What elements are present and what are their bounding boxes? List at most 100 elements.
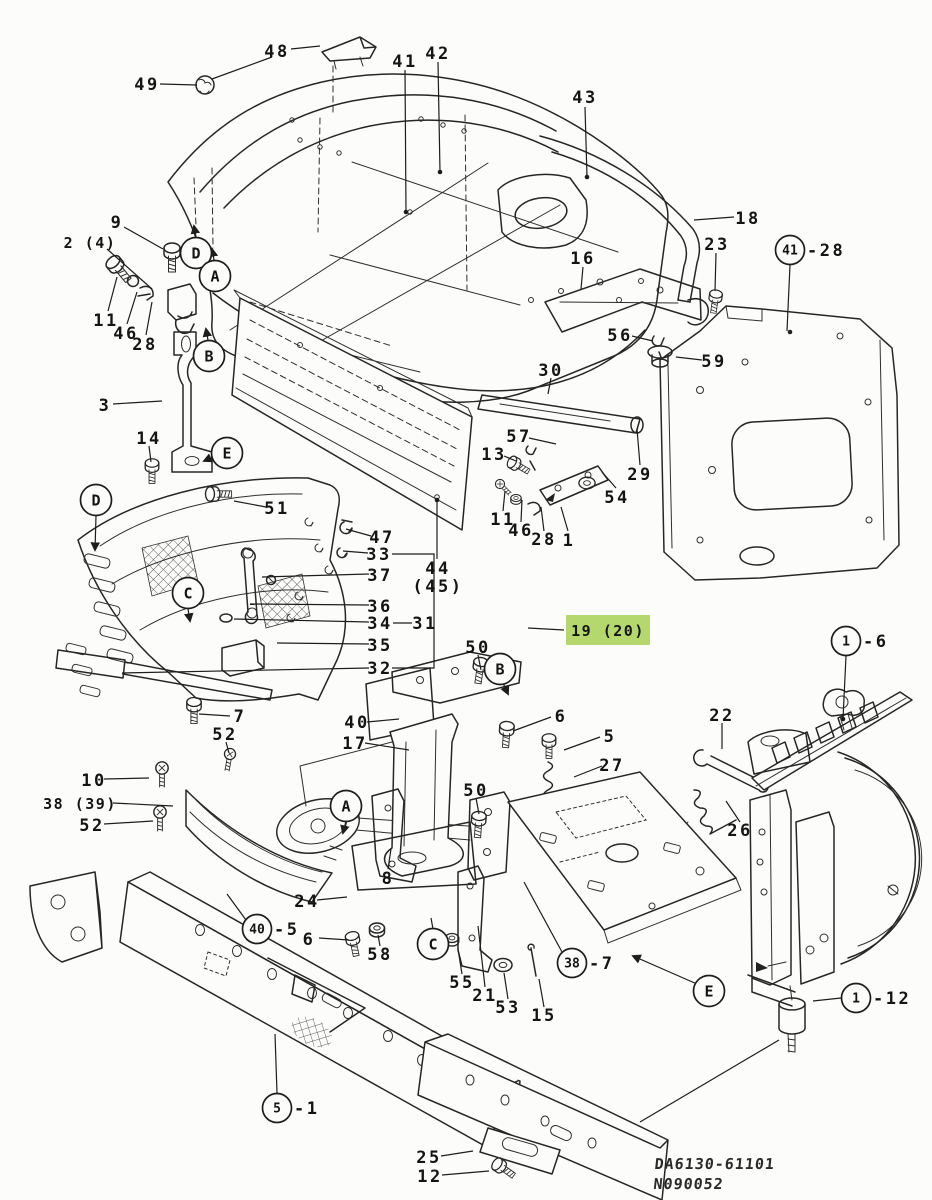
part-label-38-39-: 38 (39) bbox=[43, 795, 117, 813]
leader-line bbox=[475, 797, 480, 815]
leader-line bbox=[112, 400, 163, 405]
leader-line bbox=[202, 327, 213, 341]
leader-line bbox=[477, 925, 486, 988]
leader-line bbox=[601, 471, 617, 489]
leader-line bbox=[387, 848, 392, 870]
center-bracket-group bbox=[299, 651, 522, 891]
leader-line bbox=[106, 248, 153, 290]
radiator-group bbox=[747, 688, 923, 1053]
part-label-50: 50 bbox=[463, 781, 488, 801]
view-letter-B: B bbox=[483, 652, 517, 686]
ref-suffix: -6 bbox=[863, 632, 888, 652]
part-label-51: 51 bbox=[264, 499, 289, 519]
leader-line bbox=[366, 718, 400, 723]
leader-line bbox=[639, 1039, 780, 1123]
view-letter-C: C bbox=[171, 576, 205, 610]
part-label-22: 22 bbox=[709, 706, 734, 726]
part-label-19-20: 19 (20) bbox=[571, 622, 645, 640]
part-label-33: 33 bbox=[366, 545, 391, 565]
ref-label-41-28: 41 -28 bbox=[774, 234, 845, 266]
ref-label-1-12: 1-12 bbox=[840, 982, 909, 1014]
leader-dot bbox=[840, 716, 846, 722]
part-label-34: 34 bbox=[367, 614, 392, 634]
part-label-6: 6 bbox=[303, 930, 316, 950]
part-label-47: 47 bbox=[369, 528, 394, 548]
part-label-56: 56 bbox=[607, 326, 632, 346]
part-label-58: 58 bbox=[367, 945, 392, 965]
radiator-mount-1-12 bbox=[778, 985, 806, 1053]
fasteners bbox=[102, 36, 724, 1182]
label-group-bracket bbox=[392, 553, 435, 669]
leader-line bbox=[503, 972, 509, 1000]
leader-line bbox=[184, 608, 194, 623]
leader-line bbox=[261, 573, 370, 578]
view-letter-text: C bbox=[183, 585, 192, 603]
leader-line bbox=[527, 627, 565, 631]
leader-dot bbox=[437, 169, 443, 175]
leader-line bbox=[112, 802, 174, 807]
leader-line bbox=[107, 276, 118, 312]
ref-suffix: -28 bbox=[807, 241, 845, 261]
leader-line bbox=[457, 948, 463, 975]
part-label-53: 53 bbox=[495, 998, 520, 1018]
leader-line bbox=[430, 917, 434, 930]
support-plate-38-7 bbox=[507, 771, 742, 944]
part-label-49: 49 bbox=[134, 75, 159, 95]
part-label-44: 44 bbox=[425, 559, 450, 579]
part-label-31: 31 bbox=[412, 614, 437, 634]
leader-line bbox=[512, 716, 552, 732]
drawing-number-line1: DA6130-61101 bbox=[654, 1155, 776, 1173]
view-letter-text: C bbox=[428, 936, 437, 954]
view-letter-text: D bbox=[191, 245, 200, 263]
lower-grille-shell bbox=[185, 789, 333, 903]
leader-line bbox=[316, 896, 348, 901]
part-label-36: 36 bbox=[367, 597, 392, 617]
view-letter-circle bbox=[171, 576, 205, 610]
leader-line bbox=[520, 499, 523, 523]
leader-line bbox=[714, 252, 717, 292]
view-letter-C: C bbox=[416, 927, 450, 961]
ref-label-5-1: 5-1 bbox=[261, 1092, 317, 1124]
part-label-30: 30 bbox=[538, 361, 563, 381]
leader-line bbox=[437, 61, 441, 173]
leader-line bbox=[523, 881, 563, 953]
leader-dot bbox=[584, 174, 590, 180]
view-letter-circle bbox=[198, 259, 232, 293]
leader-line bbox=[342, 550, 369, 554]
leader-line bbox=[121, 667, 370, 674]
ref-circle bbox=[261, 1092, 293, 1124]
leader-line bbox=[441, 1170, 490, 1176]
leader-line bbox=[123, 226, 164, 250]
part-label-6: 6 bbox=[555, 707, 568, 727]
part-label-18: 18 bbox=[735, 209, 760, 229]
part-label-2-4-: 2 (4) bbox=[64, 234, 117, 252]
ref-circle-number: 1 bbox=[842, 635, 850, 650]
highlight-box bbox=[566, 615, 650, 645]
view-letter-circle bbox=[329, 789, 363, 823]
latch-plate-54-group bbox=[525, 445, 609, 506]
panel-clip-marks bbox=[286, 517, 334, 623]
leader-line bbox=[725, 800, 741, 823]
part-label-59: 59 bbox=[701, 352, 726, 372]
leader-line bbox=[477, 654, 482, 671]
part-label-37: 37 bbox=[367, 566, 392, 586]
view-letter-A: A bbox=[329, 789, 363, 823]
view-letter-text: E bbox=[222, 445, 231, 463]
part-label-40: 40 bbox=[344, 713, 369, 733]
ref-suffix: -7 bbox=[589, 954, 614, 974]
ref-circle-number: 40 bbox=[249, 923, 265, 938]
leader-line bbox=[812, 997, 842, 1002]
ref-circle-number: 41 bbox=[782, 244, 798, 259]
view-letter-circle bbox=[416, 927, 450, 961]
part-label-10: 10 bbox=[81, 771, 106, 791]
ref-suffix: -5 bbox=[274, 920, 299, 940]
part-label-57: 57 bbox=[506, 427, 531, 447]
leader-line bbox=[290, 45, 321, 50]
highlighted-label-19-20: 19 (20) bbox=[566, 615, 650, 645]
part-label-13: 13 bbox=[481, 445, 506, 465]
leader-line bbox=[631, 954, 698, 985]
leader-line bbox=[225, 741, 230, 754]
